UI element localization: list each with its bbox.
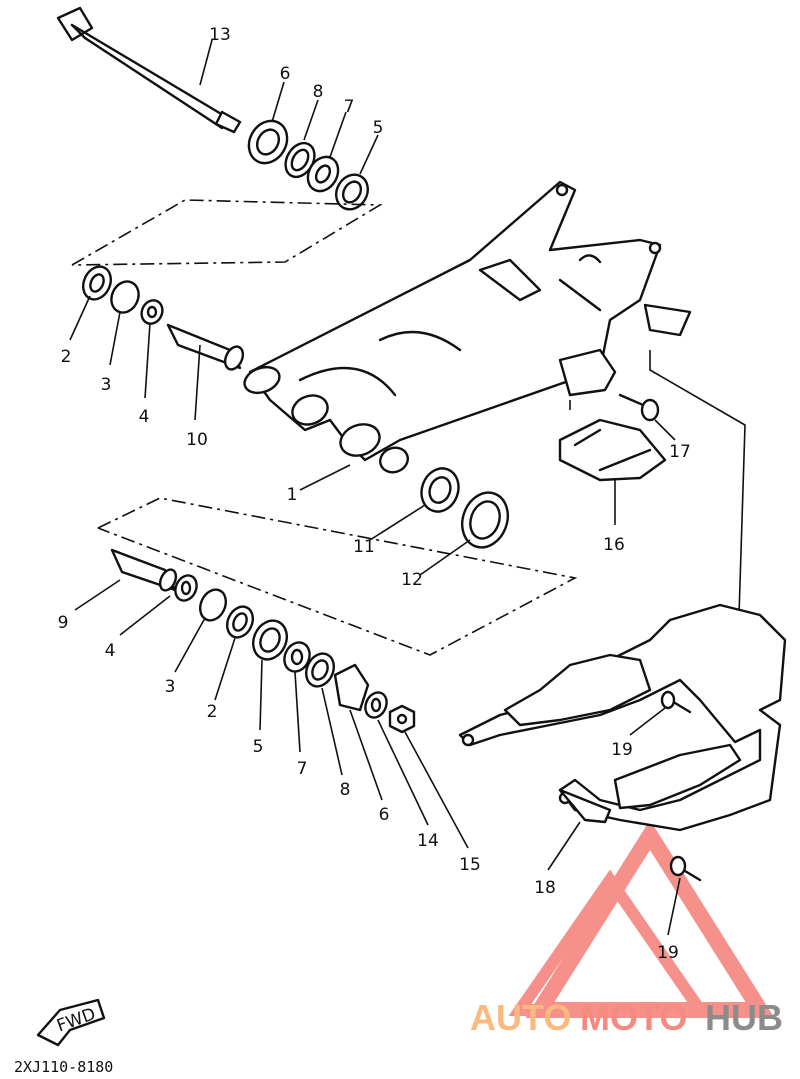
upper-seal-set bbox=[247, 119, 370, 211]
callout-15: 15 bbox=[459, 855, 481, 875]
leader-lines bbox=[69, 39, 681, 936]
callout-8-lower: 8 bbox=[340, 780, 351, 800]
lower-hardware-row bbox=[110, 548, 416, 734]
part-code: 2XJ110-8180 bbox=[14, 1058, 113, 1076]
callout-16: 16 bbox=[603, 535, 625, 555]
callout-4: 4 bbox=[139, 407, 150, 427]
callout-1: 1 bbox=[287, 485, 298, 505]
pivot-shaft bbox=[56, 6, 242, 134]
chain-guide bbox=[558, 418, 667, 482]
callout-2-lower: 2 bbox=[207, 702, 218, 722]
footrest-bolts bbox=[660, 690, 702, 882]
callout-2: 2 bbox=[61, 347, 72, 367]
upper-left-bushings bbox=[82, 265, 245, 371]
bolt-17 bbox=[618, 393, 660, 422]
callout-13: 13 bbox=[209, 25, 231, 45]
callout-10: 10 bbox=[186, 430, 208, 450]
callout-6: 6 bbox=[280, 64, 291, 84]
callout-4-lower: 4 bbox=[105, 641, 116, 661]
callout-7-lower: 7 bbox=[297, 759, 308, 779]
callout-18: 18 bbox=[534, 878, 556, 898]
callout-3: 3 bbox=[101, 375, 112, 395]
callout-9: 9 bbox=[58, 613, 69, 633]
callout-6-lower: 6 bbox=[379, 805, 390, 825]
fwd-arrow-icon: FWD bbox=[36, 998, 106, 1047]
lower-assembly-bracket bbox=[97, 497, 578, 656]
assembly-guide-line bbox=[649, 350, 746, 743]
watermark-moto: MOTO bbox=[580, 997, 687, 1038]
right-bushings bbox=[420, 467, 509, 549]
watermark-auto: AUTO bbox=[470, 997, 571, 1038]
callout-8: 8 bbox=[313, 82, 324, 102]
callout-19-lower: 19 bbox=[657, 943, 679, 963]
callout-5: 5 bbox=[373, 118, 384, 138]
callout-7: 7 bbox=[344, 97, 355, 117]
callout-14: 14 bbox=[417, 831, 439, 851]
swing-arm bbox=[243, 180, 692, 474]
footrest-assembly bbox=[458, 603, 787, 832]
callout-3-lower: 3 bbox=[165, 677, 176, 697]
watermark-logo bbox=[508, 819, 775, 1018]
callout-12: 12 bbox=[401, 570, 423, 590]
watermark-hub: HUB bbox=[705, 997, 783, 1038]
callout-numbers: 13 6 8 7 5 2 3 4 10 1 11 12 16 17 9 4 3 … bbox=[58, 25, 691, 963]
upper-assembly-bracket bbox=[71, 199, 383, 266]
callout-19-upper: 19 bbox=[611, 740, 633, 760]
callout-5-lower: 5 bbox=[253, 737, 264, 757]
watermark-text: AUTO MOTO HUB bbox=[470, 997, 783, 1038]
callout-17: 17 bbox=[669, 442, 691, 462]
callout-11: 11 bbox=[353, 537, 375, 557]
